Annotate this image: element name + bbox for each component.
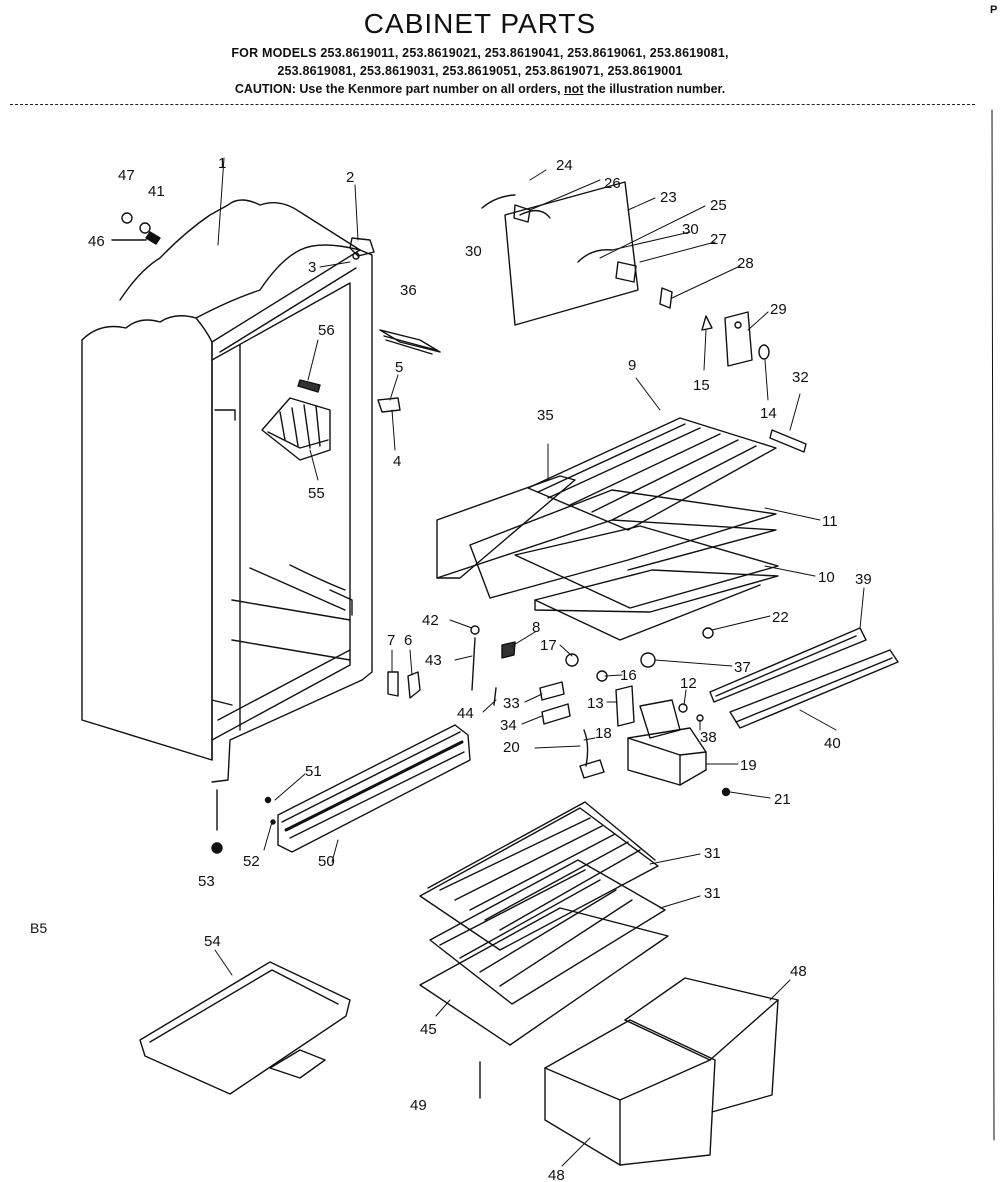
page-title: CABINET PARTS <box>363 8 597 39</box>
callout-26: 26 <box>604 175 621 192</box>
callout-5: 5 <box>395 359 403 376</box>
rails-39-40 <box>709 627 899 729</box>
bracket-4-5 <box>377 397 401 413</box>
callout-32: 32 <box>792 369 809 386</box>
screw-washer-set <box>111 212 161 245</box>
callout-48a: 48 <box>790 963 807 980</box>
callout-29: 29 <box>770 301 787 318</box>
control-cover-23 <box>504 181 639 326</box>
callout-55: 55 <box>308 485 325 502</box>
part-32 <box>769 429 807 453</box>
callout-2: 2 <box>346 169 354 186</box>
callout-31b: 31 <box>704 885 721 902</box>
callout-14: 14 <box>760 405 777 422</box>
evaporator-panels <box>436 417 779 641</box>
callout-49: 49 <box>410 1097 427 1114</box>
callout-37: 37 <box>734 659 751 676</box>
callout-18: 18 <box>595 725 612 742</box>
callout-28: 28 <box>737 255 754 272</box>
toe-grille <box>264 724 471 853</box>
callout-15: 15 <box>693 377 710 394</box>
callout-56: 56 <box>318 322 335 339</box>
top-hinge <box>349 237 375 260</box>
callout-48b: 48 <box>548 1167 565 1182</box>
small-parts <box>470 625 714 706</box>
callout-41: 41 <box>148 183 165 200</box>
page-code: B5 <box>30 920 48 936</box>
callout-3: 3 <box>308 259 316 276</box>
models-line-2: 253.8619081, 253.8619031, 253.8619051, 2… <box>277 64 683 78</box>
callout-52: 52 <box>243 853 260 870</box>
callout-20: 20 <box>503 739 520 756</box>
callout-33: 33 <box>503 695 520 712</box>
callout-51: 51 <box>305 763 322 780</box>
callout-42: 42 <box>422 612 439 629</box>
grille-36 <box>379 329 441 355</box>
callout-17: 17 <box>540 637 557 654</box>
callout-44: 44 <box>457 705 474 722</box>
models-line-1: FOR MODELS 253.8619011, 253.8619021, 253… <box>231 46 729 60</box>
callout-50: 50 <box>318 853 335 870</box>
caution-prefix: CAUTION: Use the Kenmore part number on … <box>234 82 561 96</box>
callout-labels: 47 41 46 1 2 3 36 56 5 4 55 24 26 23 25 … <box>88 155 872 1182</box>
callout-7: 7 <box>387 632 395 649</box>
right-border <box>991 109 995 1141</box>
callout-12: 12 <box>680 675 697 692</box>
caution-note: CAUTION: Use the Kenmore part number on … <box>0 82 960 96</box>
callout-9: 9 <box>628 357 636 374</box>
callout-53: 53 <box>198 873 215 890</box>
tray-54 <box>139 961 351 1095</box>
light-parts <box>261 379 331 461</box>
callout-4: 4 <box>393 453 401 470</box>
callout-47: 47 <box>118 167 135 184</box>
callout-21: 21 <box>774 791 791 808</box>
callout-36: 36 <box>400 282 417 299</box>
callout-8: 8 <box>532 619 540 636</box>
damper-parts <box>481 194 673 309</box>
crisper-drawers <box>479 977 779 1166</box>
header-rule <box>10 104 975 105</box>
callout-11: 11 <box>822 513 838 530</box>
callout-13: 13 <box>587 695 604 712</box>
callout-43: 43 <box>425 652 442 669</box>
thermostat-29 <box>701 311 770 367</box>
callout-46: 46 <box>88 233 105 250</box>
callout-23: 23 <box>660 189 677 206</box>
callout-54: 54 <box>204 933 221 950</box>
fan-parts <box>539 681 571 725</box>
callout-6: 6 <box>404 632 412 649</box>
callout-45: 45 <box>420 1021 437 1038</box>
callout-35: 35 <box>537 407 554 424</box>
caution-suffix: the illustration number. <box>586 82 726 96</box>
fan-motor-assembly <box>579 685 731 797</box>
callout-40: 40 <box>824 735 841 752</box>
callout-10: 10 <box>818 569 835 586</box>
leveler-53 <box>211 789 223 854</box>
callout-39: 39 <box>855 571 872 588</box>
callout-27: 27 <box>710 231 727 248</box>
caution-not: not <box>564 82 584 96</box>
callout-30a: 30 <box>465 243 482 260</box>
lower-hinge <box>387 671 421 699</box>
callout-38: 38 <box>700 729 717 746</box>
callout-16: 16 <box>620 667 637 684</box>
corner-mark: P <box>990 4 998 16</box>
wire-shelves <box>419 801 669 1046</box>
diagram-header: CABINET PARTS FOR MODELS 253.8619011, 25… <box>0 0 1000 110</box>
callout-22: 22 <box>772 609 789 626</box>
callout-31a: 31 <box>704 845 721 862</box>
callout-25: 25 <box>710 197 727 214</box>
cabinet-shell <box>81 199 373 783</box>
callout-24: 24 <box>556 157 573 174</box>
callout-34: 34 <box>500 717 517 734</box>
callout-30b: 30 <box>682 221 699 238</box>
leader-lines <box>214 157 865 1167</box>
callout-19: 19 <box>740 757 757 774</box>
callout-1: 1 <box>218 155 226 172</box>
